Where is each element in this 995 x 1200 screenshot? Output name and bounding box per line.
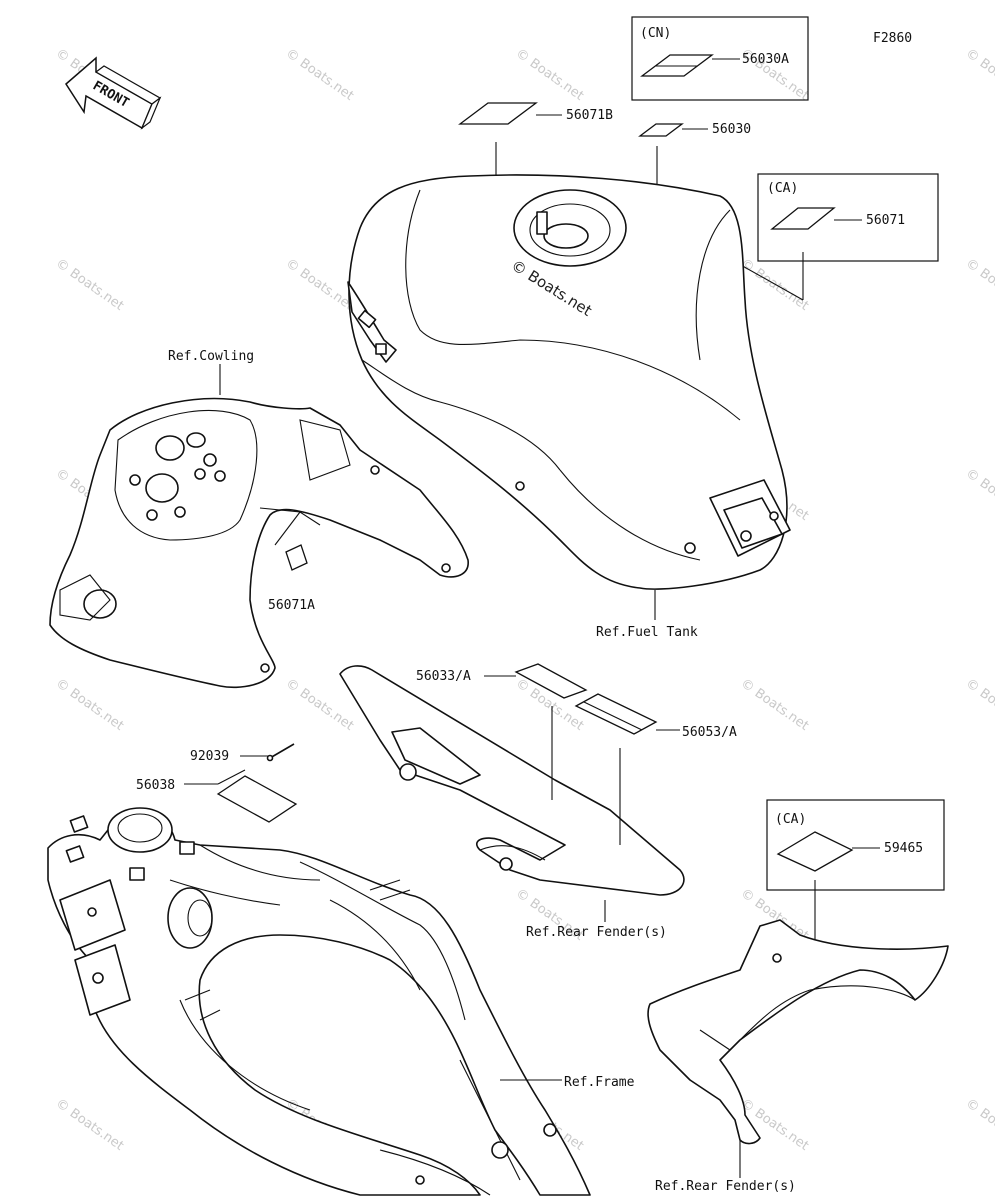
part-56053A: 56053/A [682, 725, 737, 740]
watermark: © Boats.net [53, 256, 127, 314]
chain-cover: 56033/A 56053/A Ref.Rear Fender(s) [339, 663, 737, 940]
watermark: © Boats.net [963, 676, 995, 734]
watermark: © Boats.net [283, 676, 357, 734]
cn-callout-box: (CN) 56030A [631, 16, 809, 101]
decal-59465 [776, 831, 854, 872]
part-56071A: 56071A [268, 598, 315, 613]
fuel-tank: © Boats.net Ref.Fuel Tank [347, 174, 791, 640]
ref-frame: Ref.Frame [564, 1075, 635, 1090]
watermark: © Boats.net [963, 256, 995, 314]
watermark: © Boats.net [963, 466, 995, 524]
watermark: © Boats.net [53, 676, 127, 734]
watermark: © Boats.net [963, 46, 995, 104]
parts-92039-56038: 92039 56038 [136, 743, 298, 823]
part-56071: 56071 [866, 213, 905, 228]
decal-56071A [285, 544, 308, 571]
region-ca-bottom: (CA) [775, 812, 806, 827]
watermark: © Boats.net [738, 676, 812, 734]
watermark: © Boats.net [738, 256, 812, 314]
watermark: © Boats.net [513, 46, 587, 104]
watermark: © Boats.net [963, 1096, 995, 1154]
decal-56071 [770, 207, 836, 230]
decal-56030 [638, 123, 684, 137]
ca-callout-box-bottom: (CA) 59465 [766, 799, 945, 970]
ref-rear-fender-1: Ref.Rear Fender(s) [526, 925, 667, 940]
cowling: Ref.Cowling 56071A [49, 349, 469, 689]
decal-56033A [514, 663, 588, 699]
region-cn: (CN) [640, 26, 671, 41]
frame: Ref.Frame [47, 807, 635, 1196]
part-56033A: 56033/A [416, 669, 471, 684]
front-arrow-icon: FRONT [65, 56, 162, 130]
part-56071B: 56071B [566, 108, 613, 123]
watermark: © Boats.net [283, 46, 357, 104]
decal-56053A [574, 693, 658, 735]
region-ca-top: (CA) [767, 181, 798, 196]
ref-cowling: Ref.Cowling [168, 349, 254, 364]
part-92039: 92039 [190, 749, 229, 764]
diagram-code: F2860 [873, 31, 912, 46]
ref-rear-fender-2: Ref.Rear Fender(s) [655, 1179, 796, 1194]
rear-fender: Ref.Rear Fender(s) [647, 919, 949, 1194]
ref-fuel-tank: Ref.Fuel Tank [596, 625, 698, 640]
watermark: © Boats.net [53, 1096, 127, 1154]
part-56030: 56030 [712, 122, 751, 137]
watermark: © Boats.net [283, 256, 357, 314]
decal-56038 [216, 775, 298, 823]
part-56030A: 56030A [742, 52, 789, 67]
part-56038: 56038 [136, 778, 175, 793]
decal-56071B [458, 102, 538, 125]
decal-group-56071B: 56071B [458, 102, 613, 240]
part-59465: 59465 [884, 841, 923, 856]
